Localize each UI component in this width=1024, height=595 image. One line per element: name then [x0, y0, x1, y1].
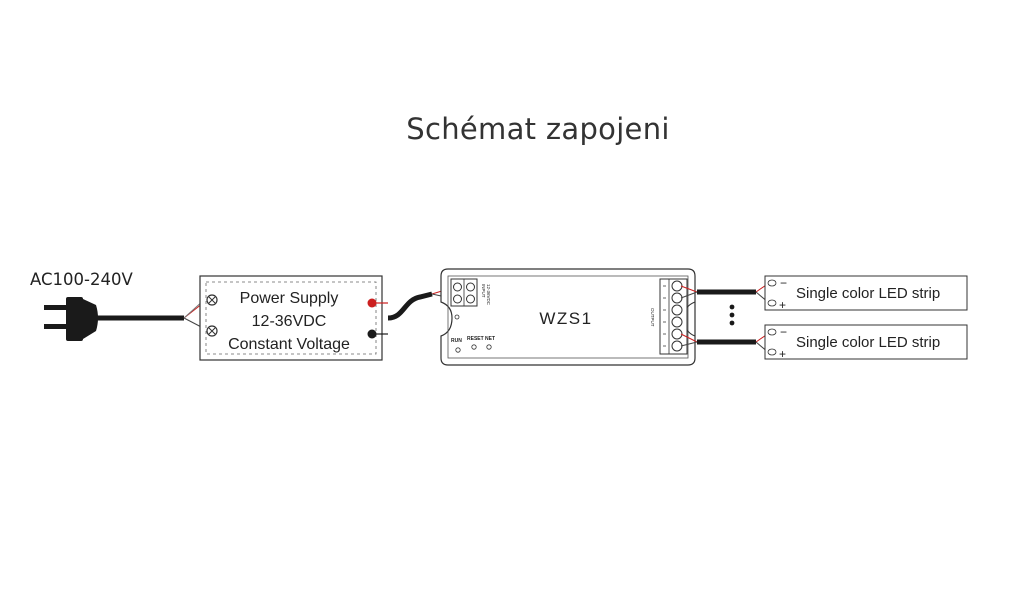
input-terminal-block: [450, 278, 478, 307]
power-supply-line2: 12-36VDC: [252, 313, 327, 330]
plug-prong-bottom: [44, 324, 68, 329]
led-pad-icon: [767, 299, 777, 307]
led-strip-label: Single color LED strip: [796, 285, 940, 302]
led-strip-plus: +: [779, 298, 786, 312]
input-range-label: 12-36VDC: [486, 284, 491, 306]
input-screw-icon: [466, 282, 475, 292]
ac-plug: AC100-240V: [30, 270, 208, 341]
output-screw-icon: [671, 304, 683, 316]
run-indicator-icon: [455, 347, 461, 353]
power-supply-box: [199, 275, 383, 361]
output-screw-icon: [671, 328, 683, 340]
more-dot-icon: [729, 320, 735, 326]
ac-input-label: AC100-240V: [30, 270, 133, 289]
plug-neck: [83, 299, 98, 339]
output-screw-icon: [671, 280, 683, 292]
output-terminal-block: [659, 278, 688, 355]
net-button-icon: [486, 344, 492, 350]
diagram-title: Schémat zapojeni: [406, 112, 670, 146]
led-pad-icon: [767, 328, 777, 336]
led-strip-label: Single color LED strip: [796, 334, 940, 351]
led-strip-1: − + Single color LED strip: [764, 275, 968, 312]
dc-negative-terminal-icon: [367, 329, 377, 339]
input-screw-icon: [466, 294, 475, 304]
more-dot-icon: [729, 304, 735, 310]
plug-body: [66, 297, 83, 341]
led-strip-box: [764, 275, 968, 311]
power-supply-line1: Power Supply: [240, 290, 339, 307]
led-strip-minus: −: [780, 276, 787, 290]
led-strip-box: [764, 324, 968, 360]
led-pad-icon: [767, 348, 777, 356]
output-label: OUTPUT: [650, 308, 655, 327]
controller-wzs1: INPUT 12-36VDC RUN RESET NET WZS1 OUTPUT: [440, 268, 696, 366]
screw-terminal-icon: [206, 325, 218, 337]
power-supply: Power Supply 12-36VDC Constant Voltage: [199, 275, 383, 361]
input-screw-icon: [453, 282, 462, 292]
output-screw-icon: [671, 340, 683, 352]
dc-positive-terminal-icon: [367, 298, 377, 308]
more-dot-icon: [729, 312, 735, 318]
input-label: INPUT: [481, 284, 486, 298]
led-strip-plus: +: [779, 347, 786, 361]
led-pad-icon: [767, 279, 777, 287]
screw-terminal-icon: [206, 294, 218, 306]
power-supply-line3: Constant Voltage: [228, 336, 350, 353]
controller-housing: [440, 268, 696, 366]
led-strip-minus: −: [780, 325, 787, 339]
run-led-icon: [454, 314, 460, 320]
reset-net-label: RESET NET: [467, 336, 495, 342]
reset-button-icon: [471, 344, 477, 350]
output-screw-icon: [671, 316, 683, 328]
run-label: RUN: [451, 338, 462, 344]
output-screw-icon: [671, 292, 683, 304]
controller-name: WZS1: [539, 309, 592, 328]
input-screw-icon: [453, 294, 462, 304]
led-strip-2: − + Single color LED strip: [764, 324, 968, 361]
plug-prong-top: [44, 305, 68, 310]
